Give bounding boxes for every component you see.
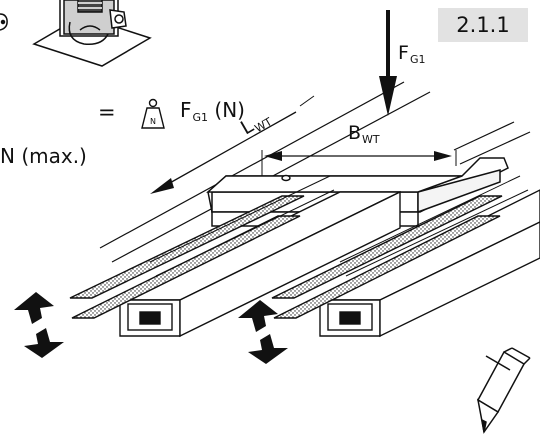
width-label: BWT — [348, 122, 380, 146]
formula-symbol: F — [180, 98, 192, 122]
formula-term: FG1 (N) — [180, 100, 245, 123]
double-arrow-icon — [14, 292, 64, 358]
pencil-icon — [476, 347, 531, 434]
width-subscript: WT — [362, 133, 380, 146]
weight-icon-letter: N — [150, 117, 156, 126]
mass-on-plate-icon — [32, 0, 152, 67]
force-arrow — [379, 10, 397, 116]
force-symbol: F — [398, 42, 409, 64]
weight-icon: N — [141, 98, 165, 129]
formula-subscript: G1 — [192, 111, 209, 124]
formula-unit: (N) — [214, 98, 245, 122]
width-symbol: B — [348, 122, 362, 144]
width-dimension-arrow — [261, 150, 457, 176]
double-arrow-icon-right — [238, 300, 288, 364]
max-text: N (max.) — [0, 144, 87, 168]
length-dimension-arrow — [150, 95, 315, 194]
formula-equals: = — [98, 100, 116, 124]
section-number-badge: 2.1.1 — [438, 8, 528, 42]
right-conveyor-rail — [271, 175, 540, 338]
force-label: FG1 — [398, 42, 426, 66]
force-subscript: G1 — [409, 53, 426, 66]
left-conveyor-rail — [69, 175, 401, 338]
weight-icon-partial — [0, 13, 8, 31]
